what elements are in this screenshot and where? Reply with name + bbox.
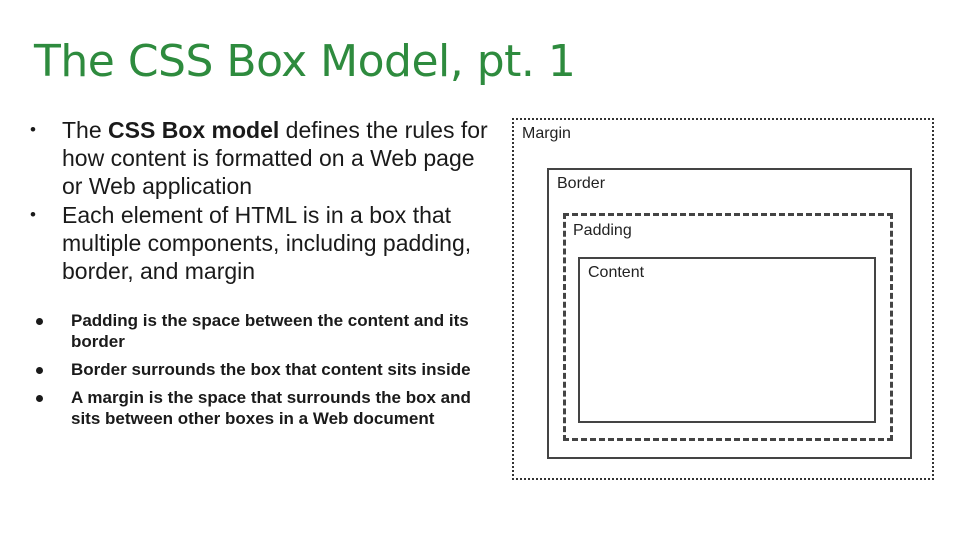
bullet-text-pre: The (62, 117, 109, 143)
sub-bullet-list: Padding is the space between the content… (36, 310, 476, 436)
sub-bullet-item: Padding is the space between the content… (36, 310, 476, 352)
border-label: Border (557, 175, 606, 192)
content-label: Content (588, 264, 645, 281)
sub-bullet-item: Border surrounds the box that content si… (36, 359, 476, 380)
bullet-text-post: defines the rules for how content is for… (62, 117, 488, 199)
sub-bullet-marker (36, 367, 43, 374)
bullet-text-strong: CSS Box model (108, 117, 280, 143)
sub-bullet-item: A margin is the space that surrounds the… (36, 387, 476, 429)
padding-box (563, 213, 893, 441)
bullet-item: • The CSS Box model defines the rules fo… (22, 116, 492, 200)
content-box (578, 257, 876, 423)
bullet-text: Each element of HTML is in a box that mu… (62, 202, 472, 284)
sub-bullet-marker (36, 318, 43, 325)
sub-bullet-text: Border surrounds the box that content si… (71, 360, 471, 379)
sub-bullet-text: Padding is the space between the content… (71, 311, 469, 351)
bullet-marker: • (30, 120, 36, 139)
main-bullet-list: • The CSS Box model defines the rules fo… (22, 116, 492, 286)
margin-label: Margin (522, 125, 571, 142)
bullet-marker: • (30, 205, 36, 224)
sub-bullet-marker (36, 395, 43, 402)
sub-bullet-text: A margin is the space that surrounds the… (71, 388, 471, 428)
padding-label: Padding (573, 222, 632, 239)
margin-box (512, 118, 934, 480)
slide-title: The CSS Box Model, pt. 1 (34, 36, 576, 87)
bullet-item: • Each element of HTML is in a box that … (22, 201, 492, 285)
border-box (547, 168, 912, 459)
